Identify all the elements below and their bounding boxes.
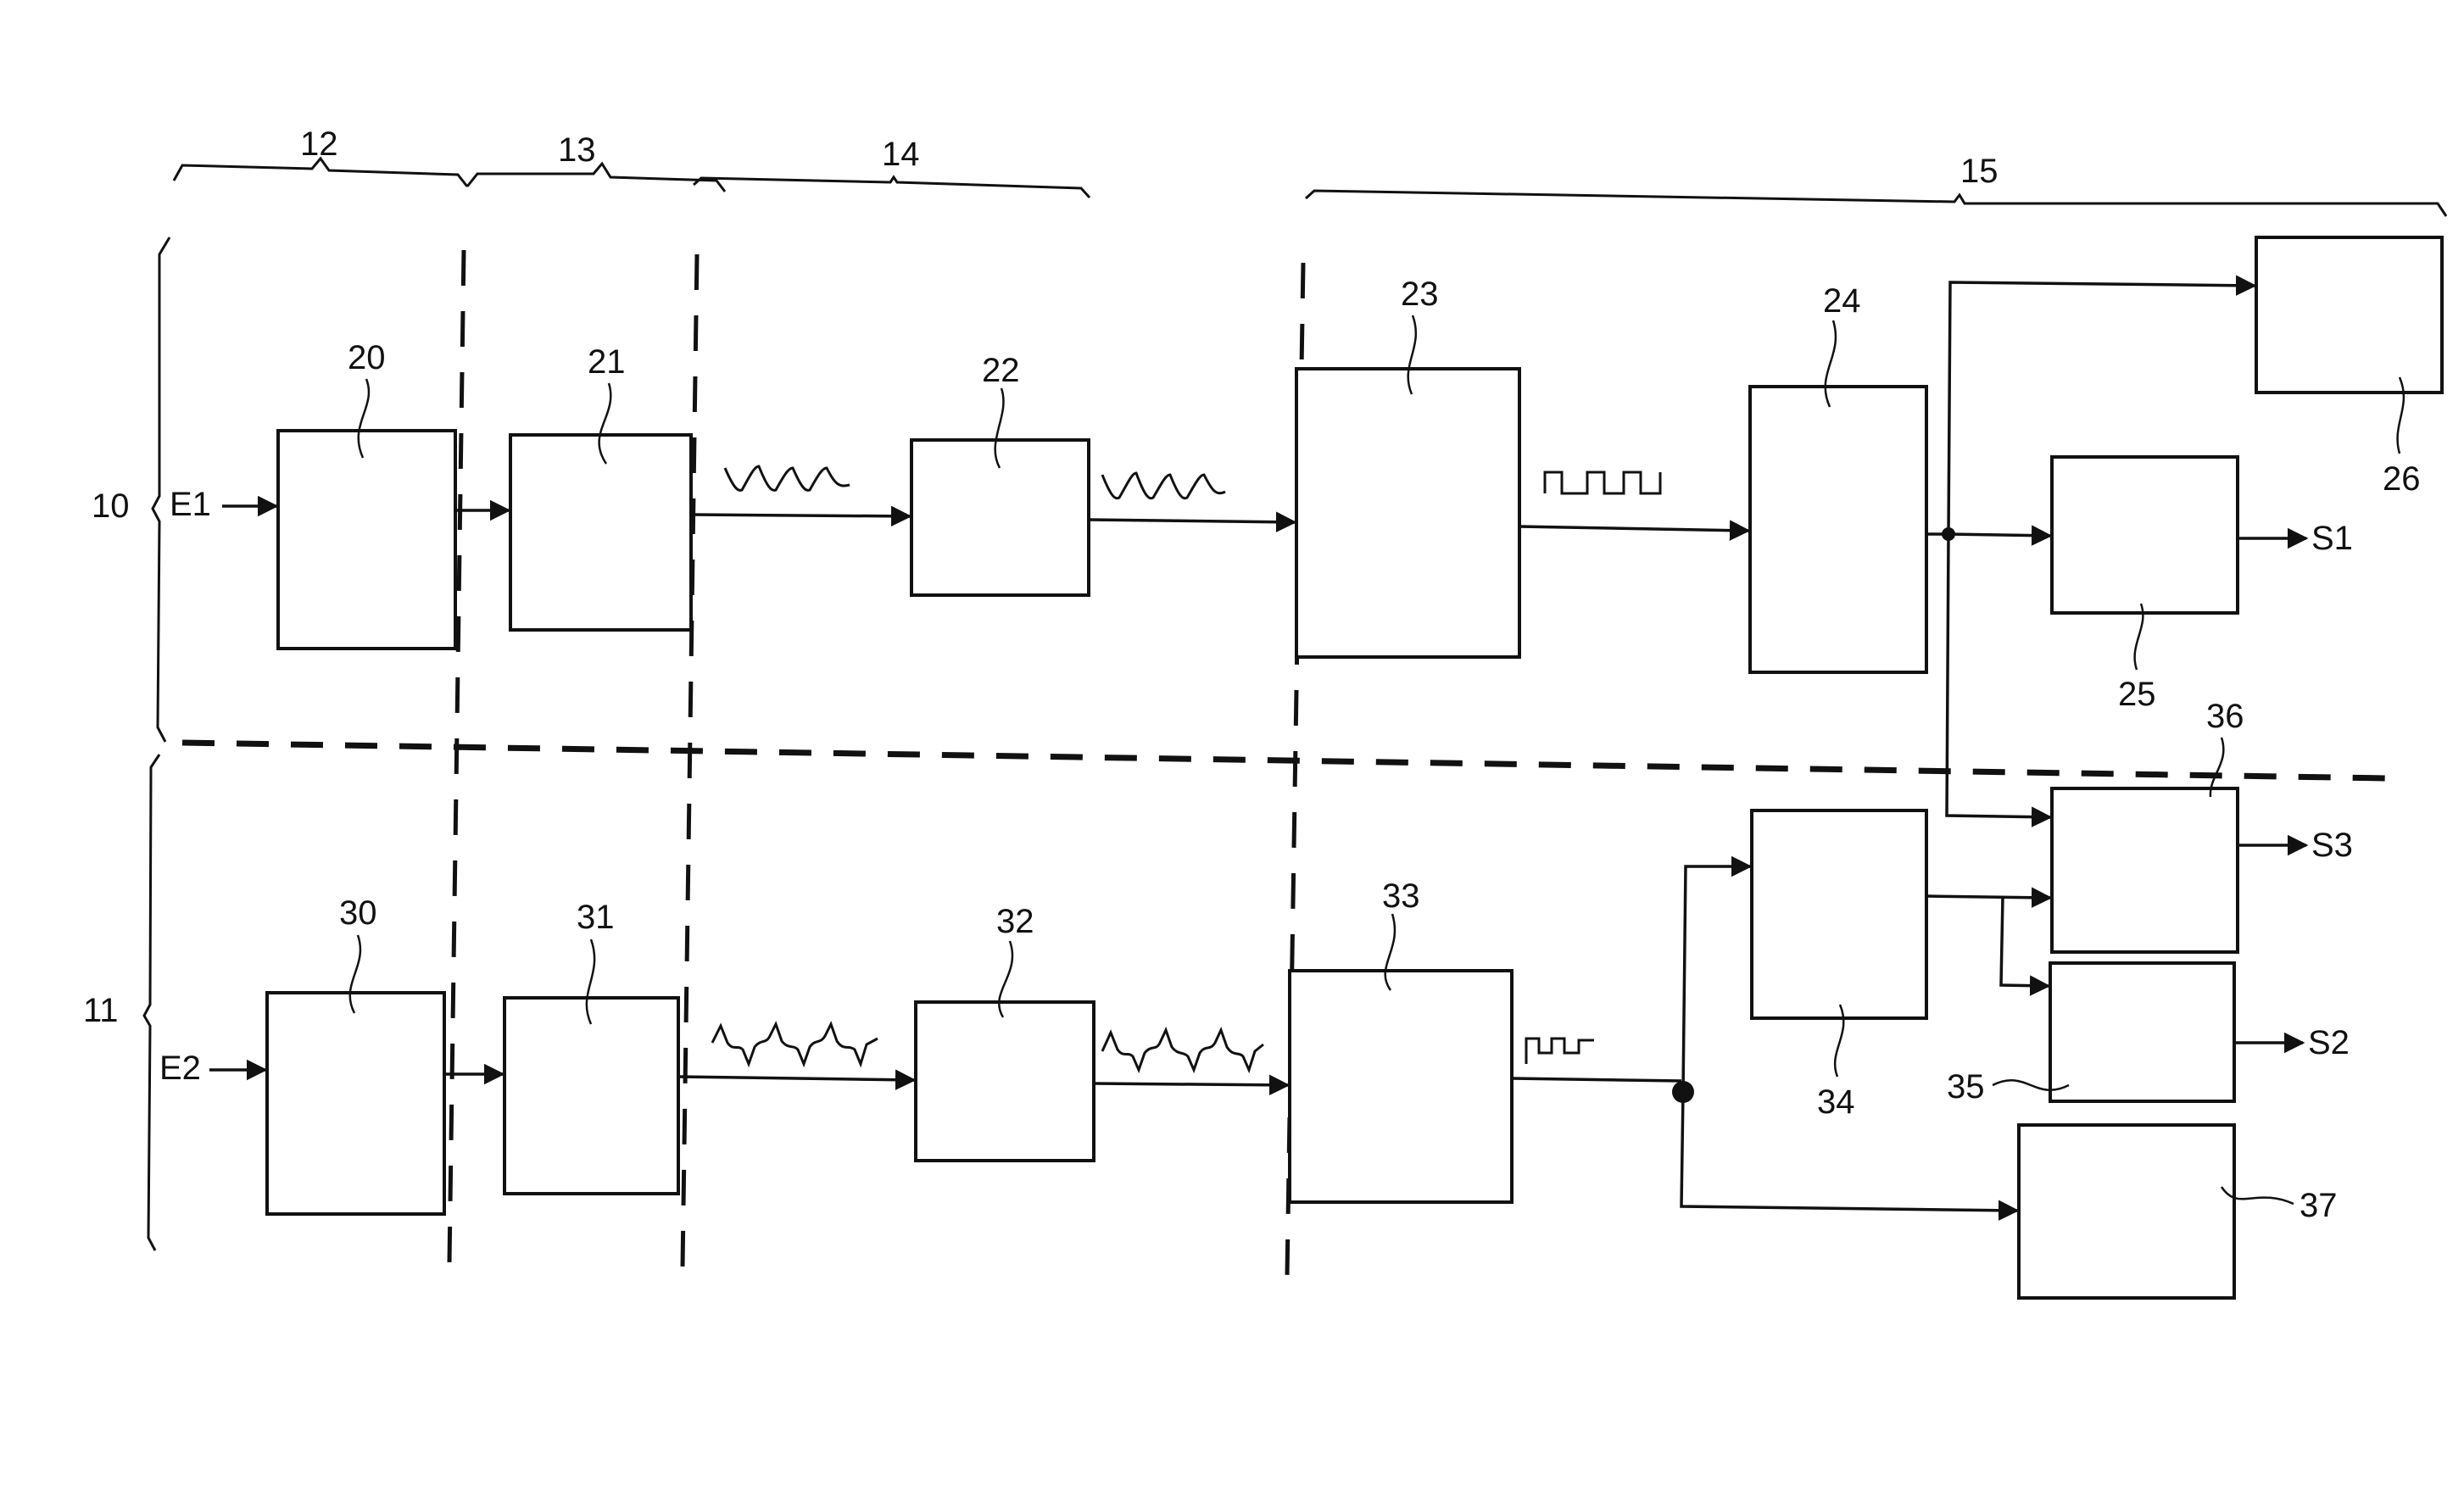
block-20[interactable] [276, 429, 457, 650]
block-label-33: 33 [1382, 877, 1420, 915]
sine-wave-icon [723, 465, 850, 492]
leader-31 [585, 938, 596, 1025]
block-22[interactable] [910, 438, 1090, 597]
block-label-25: 25 [2118, 676, 2156, 713]
stage-divider-13-14 [680, 253, 700, 1268]
output-s2: S2 [2308, 1024, 2350, 1061]
leader-26 [2396, 376, 2405, 454]
block-label-30: 30 [339, 894, 377, 932]
block-35[interactable] [2049, 961, 2236, 1103]
channel-brace-10: 10 [92, 237, 171, 743]
block-23[interactable] [1295, 367, 1521, 659]
input-e1: E1 [170, 486, 211, 523]
leader-35 [1992, 1079, 2070, 1091]
pulse-wave-icon [711, 1021, 878, 1068]
channel-label-11: 11 [83, 992, 119, 1029]
block-label-32: 32 [996, 903, 1034, 940]
block-30[interactable] [265, 991, 446, 1216]
stage-brace-13: 13 [465, 131, 727, 192]
block-36[interactable] [2050, 787, 2239, 954]
leader-32 [998, 940, 1014, 1018]
block-label-26: 26 [2383, 460, 2421, 498]
wire-junction-25 [1948, 525, 2053, 546]
block-37[interactable] [2017, 1123, 2236, 1300]
block-label-23: 23 [1401, 276, 1439, 313]
block-label-20: 20 [348, 339, 386, 376]
input-e2: E2 [159, 1050, 201, 1087]
wire-23-24 [1519, 520, 1751, 541]
block-32[interactable] [914, 1000, 1095, 1162]
wire-junction-26 [1947, 275, 2257, 535]
leader-22 [994, 387, 1005, 469]
leader-21 [598, 382, 612, 465]
block-24[interactable] [1748, 385, 1928, 674]
block-31[interactable] [503, 996, 680, 1195]
block-label-22: 22 [982, 352, 1020, 389]
stage-label-15: 15 [1960, 153, 1999, 190]
stage-label-13: 13 [558, 131, 596, 169]
leader-30 [348, 934, 362, 1014]
square-wave-icon [1525, 1037, 1594, 1064]
leader-25 [2133, 603, 2144, 671]
block-21[interactable] [509, 433, 693, 632]
block-34[interactable] [1750, 809, 1928, 1020]
leader-34 [1833, 1004, 1845, 1078]
wire-33-junction [1511, 1077, 1682, 1083]
block-label-36: 36 [2206, 698, 2244, 735]
stage-brace-12: 12 [172, 125, 469, 187]
block-label-21: 21 [588, 343, 626, 381]
stage-divider-14-15 [1285, 262, 1306, 1277]
wire-junction-36 [1945, 533, 2053, 827]
channel-brace-11: 11 [83, 754, 161, 1251]
wire-31-32 [677, 1069, 917, 1090]
block-label-31: 31 [577, 899, 615, 936]
block-label-24: 24 [1823, 282, 1861, 320]
block-25[interactable] [2050, 455, 2239, 615]
stage-label-12: 12 [300, 125, 338, 163]
block-label-37: 37 [2300, 1187, 2338, 1224]
leader-33 [1384, 913, 1396, 991]
block-label-34: 34 [1817, 1083, 1855, 1121]
wire-22-23 [1088, 511, 1297, 532]
output-s1: S1 [2311, 520, 2353, 557]
wire-34-36 [1926, 887, 2053, 908]
output-s3: S3 [2311, 827, 2353, 864]
wire-junction-34 [1681, 855, 1753, 1093]
stage-label-14: 14 [882, 136, 920, 173]
pulse-wave-icon [1101, 1027, 1264, 1074]
stage-brace-15: 15 [1304, 153, 2448, 217]
channel-divider [181, 739, 2388, 782]
leader-24 [1824, 320, 1837, 408]
wire-32-33 [1093, 1074, 1291, 1096]
leader-37 [2220, 1186, 2294, 1206]
wire-21-22 [690, 505, 912, 527]
square-wave-icon [1543, 471, 1662, 495]
stage-brace-14: 14 [693, 136, 1091, 199]
block-33[interactable] [1288, 969, 1514, 1204]
block-label-35: 35 [1947, 1068, 1985, 1106]
channel-label-10: 10 [92, 487, 130, 525]
block-26[interactable] [2255, 236, 2444, 394]
leader-23 [1407, 315, 1418, 395]
sine-wave-icon [1101, 471, 1226, 500]
stage-divider-12-13 [447, 249, 466, 1264]
wire-34-35 [1999, 896, 2051, 996]
leader-20 [357, 378, 371, 459]
wire-junction-37 [1680, 1091, 2020, 1221]
leader-36 [2209, 737, 2225, 798]
